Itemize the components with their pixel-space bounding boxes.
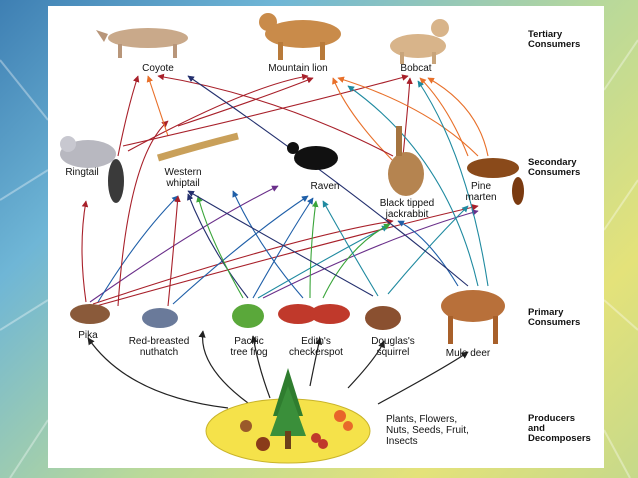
- squirrel-label: Douglas's squirrel: [371, 336, 415, 358]
- bobcat-illustration: [390, 19, 449, 64]
- tertiary-consumers-label: Tertiary Consumers: [528, 29, 581, 50]
- checkerspot-label: Edith's checkerspot: [289, 336, 343, 358]
- nuthatch-illustration: [142, 308, 178, 328]
- ringtail-illustration: [60, 136, 124, 203]
- raven-label: Raven: [310, 181, 340, 192]
- pine-marten-label: Pine marten: [465, 181, 497, 203]
- mountain-lion-label: Mountain lion: [268, 63, 328, 74]
- producers-decomposers-label: Producers and Decomposers: [528, 413, 591, 444]
- consumer-arrows: [81, 73, 489, 307]
- food-web-panel: Coyote Mountain lion Bobcat Ringtail Wes…: [48, 6, 604, 468]
- mountain-lion-illustration: [259, 13, 341, 60]
- food-web-diagram: [60, 13, 524, 464]
- tree-frog-illustration: [232, 304, 264, 328]
- jackrabbit-illustration: [388, 126, 424, 196]
- coyote-illustration: [96, 28, 188, 58]
- checkerspot-illustration: [278, 304, 350, 324]
- mule-deer-label: Mule deer: [445, 348, 491, 359]
- raven-illustration: [287, 142, 338, 170]
- pine-marten-illustration: [467, 158, 524, 205]
- bobcat-label: Bobcat: [400, 63, 432, 74]
- coyote-label: Coyote: [142, 63, 174, 74]
- producer-arrows: [87, 330, 469, 409]
- nuthatch-label: Red-breasted nuthatch: [128, 336, 190, 358]
- western-whiptail-illustration: [156, 132, 239, 162]
- producers-items-label: Plants, Flowers, Nuts, Seeds, Fruit, Ins…: [386, 414, 469, 447]
- secondary-consumers-label: Secondary Consumers: [528, 157, 581, 178]
- pika-label: Pika: [78, 330, 98, 341]
- western-whiptail-label: Western whiptail: [164, 167, 202, 189]
- squirrel-illustration: [365, 306, 401, 330]
- plants-illustration: [240, 368, 353, 451]
- mule-deer-illustration: [441, 290, 505, 344]
- jackrabbit-label: Black tipped jackrabbit: [379, 198, 435, 220]
- ringtail-label: Ringtail: [65, 167, 99, 178]
- pika-illustration: [70, 304, 110, 324]
- tree-frog-label: Pacific tree frog: [230, 336, 268, 358]
- primary-consumers-label: Primary Consumers: [528, 307, 581, 328]
